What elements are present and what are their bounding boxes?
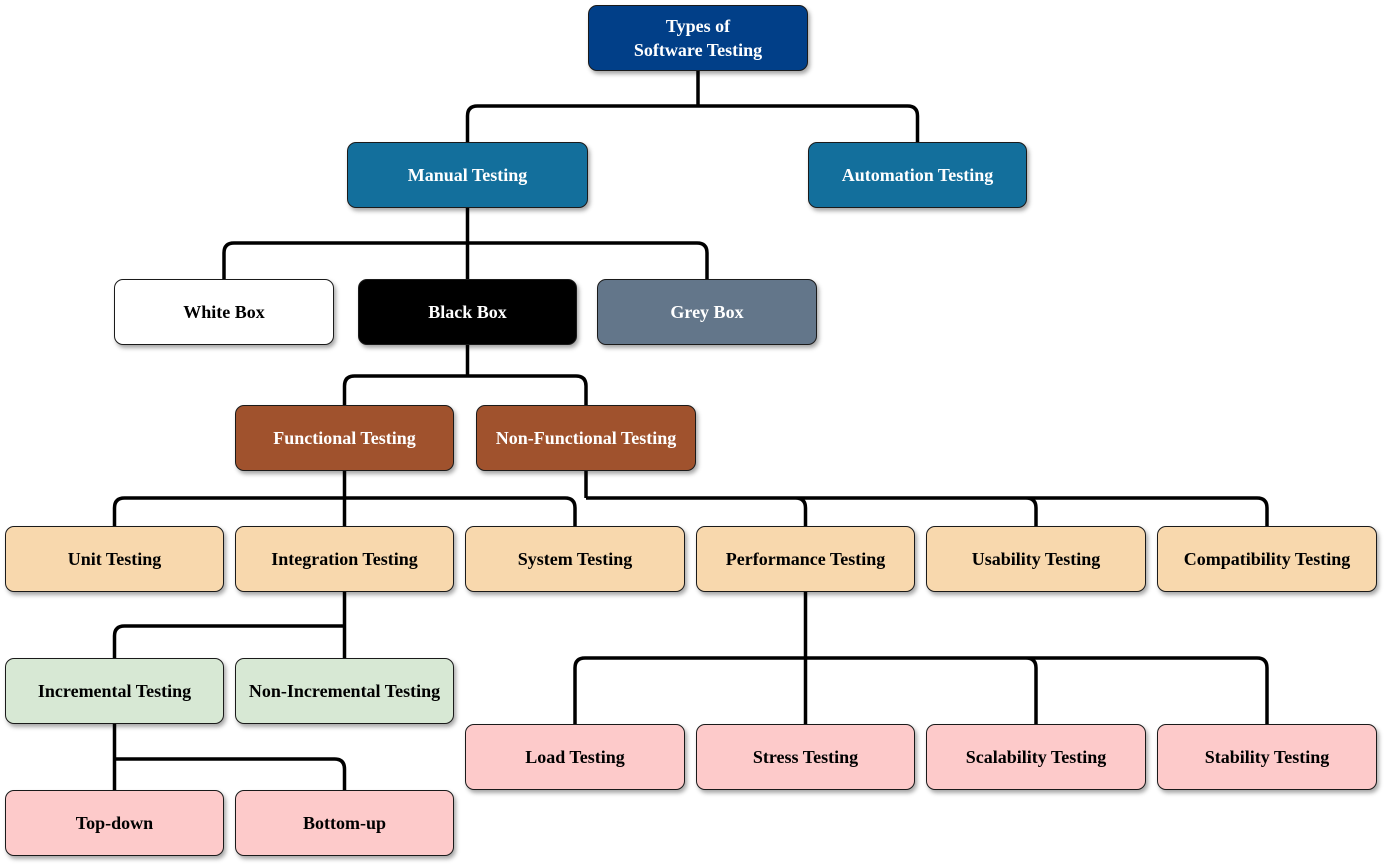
node-top-down: Top-down bbox=[5, 790, 224, 856]
root-node-types-of-software-testing: Types of Software Testing bbox=[588, 5, 808, 71]
node-grey-box: Grey Box bbox=[597, 279, 817, 345]
node-stress-testing: Stress Testing bbox=[696, 724, 915, 790]
connector-from-incremental bbox=[112, 724, 347, 790]
node-incremental-testing: Incremental Testing bbox=[5, 658, 224, 724]
connector-from-functional bbox=[112, 471, 577, 526]
node-bottom-up: Bottom-up bbox=[235, 790, 454, 856]
node-usability-testing: Usability Testing bbox=[926, 526, 1146, 592]
connector-from-performance bbox=[573, 592, 1269, 724]
node-black-box: Black Box bbox=[358, 279, 577, 345]
node-stability-testing: Stability Testing bbox=[1157, 724, 1377, 790]
connector-from-manual bbox=[222, 208, 709, 279]
node-scalability-testing: Scalability Testing bbox=[926, 724, 1146, 790]
node-system-testing: System Testing bbox=[465, 526, 685, 592]
node-compatibility-testing: Compatibility Testing bbox=[1157, 526, 1377, 592]
node-performance-testing: Performance Testing bbox=[696, 526, 915, 592]
connector-from-non-functional bbox=[584, 471, 1269, 526]
node-non-functional-testing: Non-Functional Testing bbox=[476, 405, 696, 471]
connector-from-integration bbox=[112, 592, 347, 658]
node-functional-testing: Functional Testing bbox=[235, 405, 454, 471]
node-load-testing: Load Testing bbox=[465, 724, 685, 790]
node-manual-testing: Manual Testing bbox=[347, 142, 588, 208]
node-automation-testing: Automation Testing bbox=[808, 142, 1027, 208]
node-non-incremental-testing: Non-Incremental Testing bbox=[235, 658, 454, 724]
node-unit-testing: Unit Testing bbox=[5, 526, 224, 592]
node-white-box: White Box bbox=[114, 279, 334, 345]
connector-from-root bbox=[465, 71, 920, 142]
node-integration-testing: Integration Testing bbox=[235, 526, 454, 592]
connector-from-black-box bbox=[342, 345, 588, 405]
